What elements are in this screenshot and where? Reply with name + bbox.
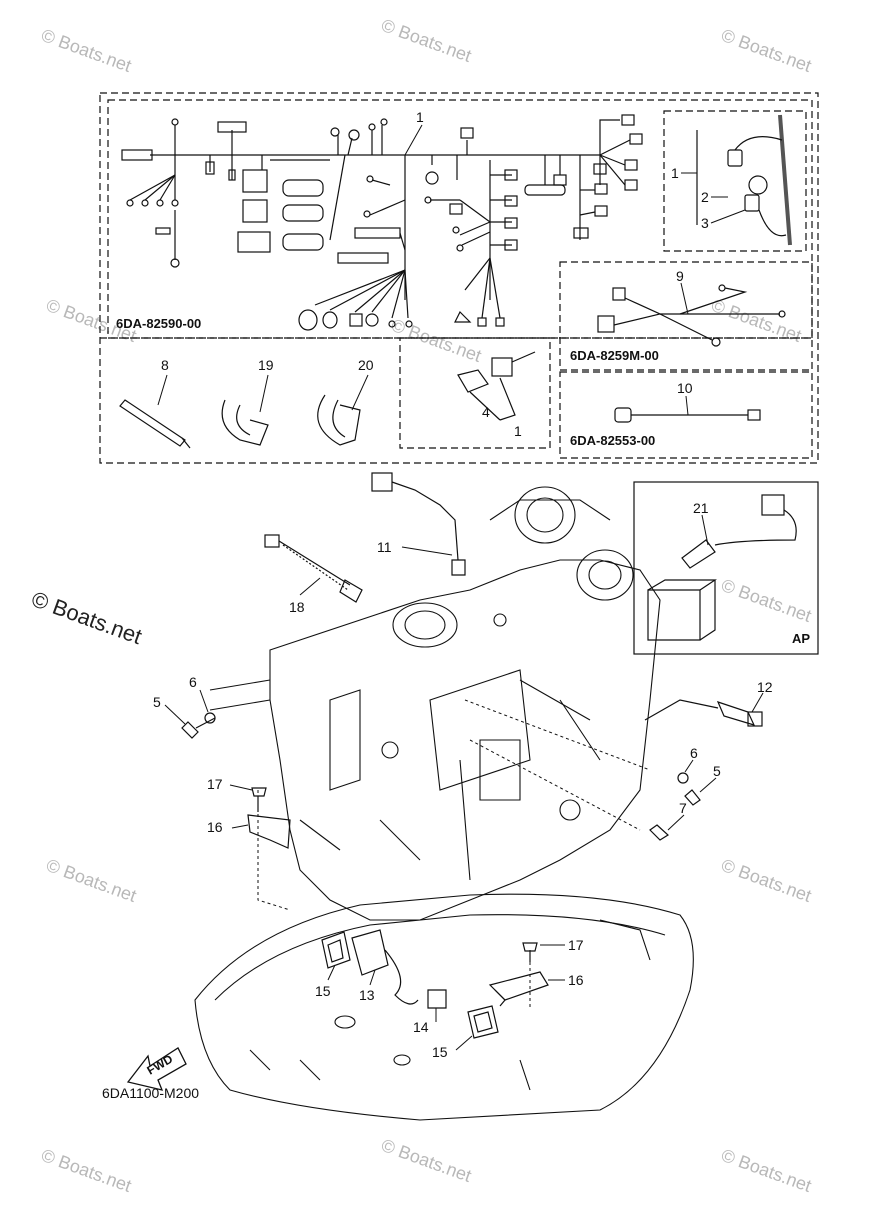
leader-line	[157, 374, 168, 406]
bolt-washer-left	[181, 712, 216, 739]
watermark: © Boats.net	[719, 575, 814, 626]
main-harness-code: 6DA-82590-00	[116, 316, 201, 331]
fwd-arrow: FWD	[126, 1047, 187, 1091]
leader-line	[699, 777, 717, 793]
callout-18: 18	[289, 599, 305, 615]
clip-parts	[119, 394, 361, 449]
watermark: © Boats.net	[719, 25, 814, 76]
leader-line	[229, 784, 253, 791]
leader-line	[351, 374, 369, 411]
sub-harness-9	[597, 284, 786, 347]
sensor-18	[264, 534, 363, 603]
sensor-11	[371, 472, 466, 576]
relay-assembly	[457, 351, 536, 421]
callout-12: 12	[757, 679, 773, 695]
callout-9: 9	[676, 268, 684, 284]
leader-line	[164, 704, 186, 725]
leader-line	[685, 395, 689, 416]
callout-10: 10	[677, 380, 693, 396]
leader-line	[401, 546, 453, 556]
leader-line	[667, 814, 685, 831]
leader-line	[751, 692, 764, 713]
switch-parts	[321, 929, 499, 1039]
ap-box: 21 AP	[633, 481, 819, 655]
leader-line	[710, 209, 746, 224]
callout-1: 1	[416, 109, 424, 125]
callout-4: 4	[482, 404, 490, 420]
callout-6: 6	[690, 745, 698, 761]
diagram-code: 6DA1100-M200	[102, 1085, 199, 1101]
lead-10-code: 6DA-82553-00	[570, 433, 655, 448]
watermark: © Boats.net	[39, 1145, 134, 1196]
callout-21: 21	[693, 500, 709, 516]
leader-line	[199, 689, 209, 713]
callout-15: 15	[432, 1044, 448, 1060]
bolts-right	[649, 772, 701, 841]
leader-line	[404, 124, 423, 156]
sensor-12	[644, 699, 763, 727]
leader-line	[369, 969, 376, 986]
bracket-right	[488, 942, 549, 1007]
leader-line	[684, 759, 694, 773]
callout-1: 1	[671, 165, 679, 181]
lead-10-frame	[559, 371, 813, 459]
callout-13: 13	[359, 987, 375, 1003]
watermark: © Boats.net	[719, 1145, 814, 1196]
callout-17: 17	[568, 937, 584, 953]
kit-frames	[99, 92, 819, 464]
watermark: © Boats.net	[44, 855, 139, 906]
relay-frame	[399, 337, 551, 449]
callout-8: 8	[161, 357, 169, 373]
leader-line	[701, 514, 709, 546]
callout-20: 20	[358, 357, 374, 373]
callout-1: 1	[514, 423, 522, 439]
inset-harness	[696, 114, 792, 246]
leader-line	[455, 1035, 473, 1051]
leader-line	[259, 374, 269, 413]
watermark: © Boats.net	[379, 15, 474, 66]
bracket-left	[247, 787, 291, 849]
callout-5: 5	[153, 694, 161, 710]
callout-14: 14	[413, 1019, 429, 1035]
harness-9-frame	[559, 261, 813, 371]
callout-5: 5	[713, 763, 721, 779]
leader-line	[327, 964, 336, 981]
watermark: © Boats.net	[379, 1135, 474, 1186]
outer-kit-frame	[99, 92, 819, 464]
ap-label: AP	[792, 631, 810, 646]
callout-3: 3	[701, 215, 709, 231]
leader-line	[299, 577, 321, 596]
callout-17: 17	[207, 776, 223, 792]
leader-line	[680, 282, 689, 315]
bottom-cowling	[194, 893, 694, 1121]
leader-line	[231, 824, 249, 829]
inset-harness-frame	[663, 110, 807, 252]
callout-11: 11	[377, 539, 392, 555]
engine-block	[209, 486, 661, 921]
lead-10	[614, 407, 761, 423]
watermark-prominent: © Boats.net	[28, 586, 145, 649]
watermark: © Boats.net	[719, 855, 814, 906]
callout-2: 2	[701, 189, 709, 205]
main-wire-harness	[121, 114, 643, 331]
dotted-leaders	[257, 699, 651, 1010]
callout-15: 15	[315, 983, 331, 999]
battery-and-lead	[647, 494, 797, 641]
callout-7: 7	[679, 800, 687, 816]
callout-19: 19	[258, 357, 274, 373]
harness-9-code: 6DA-8259M-00	[570, 348, 659, 363]
watermark: © Boats.net	[39, 25, 134, 76]
callout-16: 16	[568, 972, 584, 988]
watermark: © Boats.net	[389, 315, 484, 366]
callout-16: 16	[207, 819, 223, 835]
callout-6: 6	[189, 674, 197, 690]
